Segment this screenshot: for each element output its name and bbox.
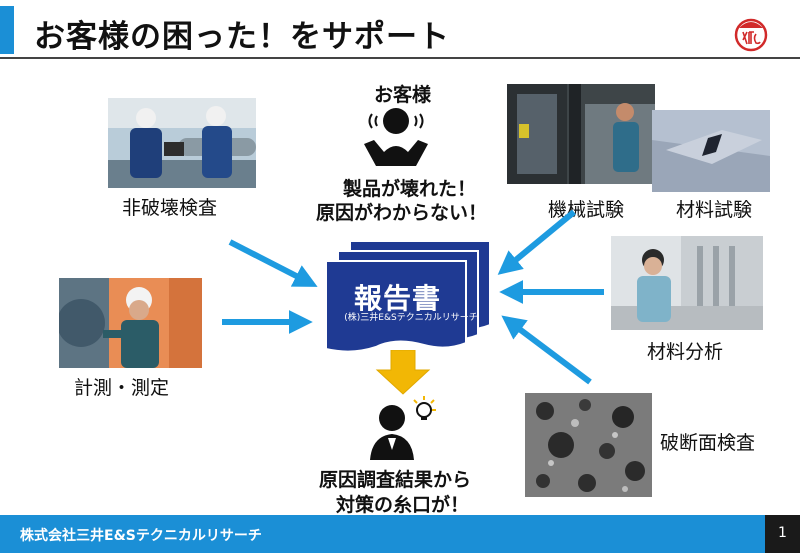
mechanical-test-photo	[507, 84, 655, 184]
result-line1: 原因調査結果から	[319, 469, 472, 491]
result-line2: 対策の糸口が！	[336, 494, 470, 516]
arrow-from-ndt	[228, 239, 318, 287]
label-fractography: 破断面検査	[660, 432, 756, 454]
material-analysis-photo	[611, 236, 763, 330]
customer-label: お客様	[374, 84, 432, 106]
title-bar: お客様の困った！をサポート	[0, 0, 800, 59]
arrow-from-mechanical-test	[497, 209, 576, 275]
page-number: 1	[778, 525, 787, 541]
label-material-analysis: 材料分析	[647, 341, 724, 363]
company-logo	[734, 18, 768, 52]
confused-person-icon	[364, 108, 428, 166]
report-title: 報告書	[353, 282, 441, 315]
title-divider	[0, 57, 800, 59]
title-accent-bar	[0, 6, 14, 54]
idea-person-icon	[370, 396, 436, 460]
footer-company: 株式会社三井E&Sテクニカルリサーチ	[20, 528, 262, 544]
customer-problem-line2: 原因がわからない！	[316, 202, 488, 224]
fractography-photo	[525, 393, 652, 497]
material-test-photo	[652, 110, 770, 192]
report-company: (株)三井E&Sテクニカルリサーチ	[344, 313, 478, 323]
footer-bar	[0, 515, 800, 553]
result-arrow	[375, 350, 431, 395]
customer-problem-line1: 製品が壊れた！	[343, 178, 477, 200]
label-measurement: 計測・測定	[74, 377, 170, 399]
arrow-from-fractography	[501, 315, 592, 385]
report-stack-icon	[325, 241, 491, 351]
slide-title: お客様の困った！をサポート	[34, 19, 450, 55]
measurement-photo	[59, 278, 202, 368]
label-material-test: 材料試験	[676, 199, 753, 221]
ndt-photo	[108, 98, 256, 188]
page-number-box	[765, 515, 800, 553]
label-ndt: 非破壊検査	[122, 197, 218, 219]
